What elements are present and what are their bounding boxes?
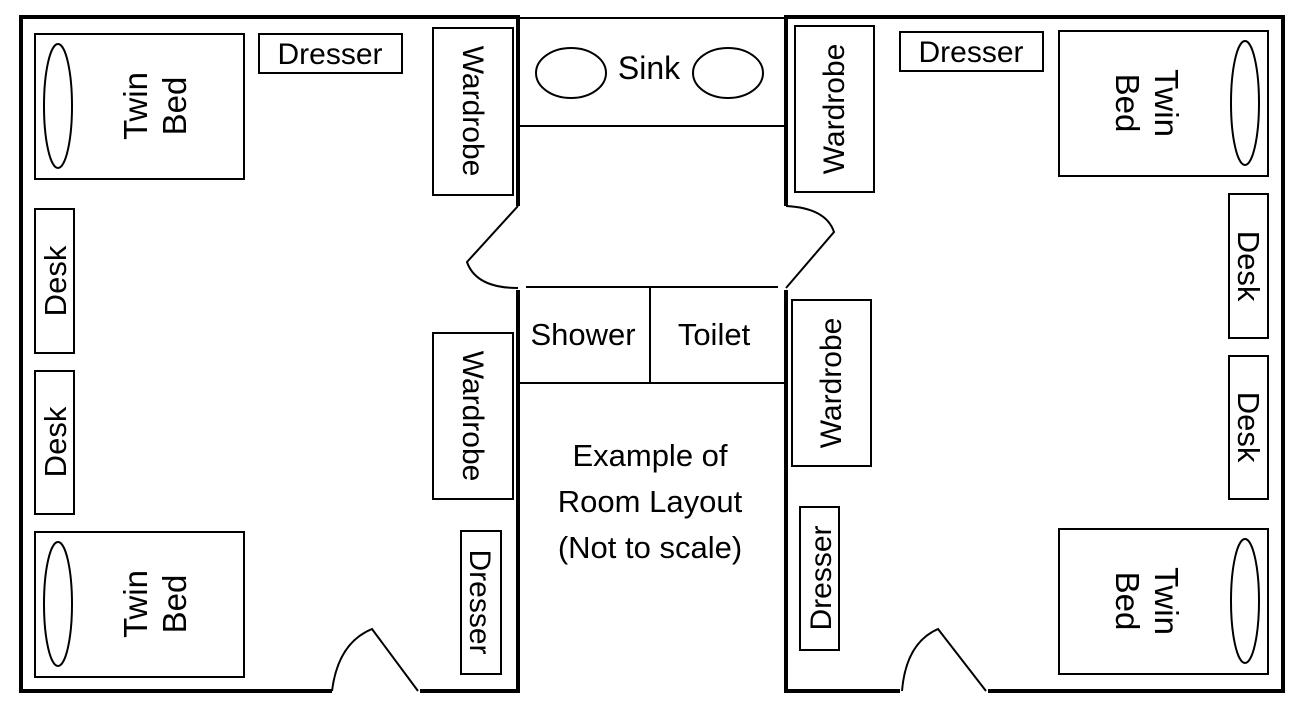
shower-label: Shower [530, 317, 635, 352]
wardrobe-left-bottom: Wardrobe [432, 332, 514, 500]
dresser-label: Dresser [918, 36, 1023, 69]
desk-right-lower: Desk [1228, 355, 1269, 500]
wardrobe-right-top: Wardrobe [794, 25, 875, 193]
wardrobe-left-top: Wardrobe [432, 27, 514, 196]
twin-bed-label: Twin [1148, 567, 1185, 635]
desk-left-lower: Desk [34, 370, 75, 515]
left-bathroom-door [465, 205, 526, 290]
dresser-label: Dresser [463, 549, 496, 654]
pillow-icon [1230, 40, 1260, 166]
wardrobe-label: Wardrobe [815, 318, 848, 449]
dresser-right-bottom: Dresser [799, 506, 840, 651]
sink-label: Sink [618, 50, 681, 86]
caption-line: (Not to scale) [558, 530, 742, 565]
desk-left-upper: Desk [34, 208, 75, 354]
twin-bed-label: Bed [1109, 572, 1146, 631]
twin-bed-label: Twin [117, 570, 154, 638]
right-bathroom-door [778, 205, 836, 290]
caption-line: Example of [572, 438, 727, 473]
twin-bed-label: Twin [117, 72, 154, 140]
pillow-icon [1230, 538, 1260, 664]
sink-basin-icon [692, 47, 764, 99]
caption-line: Room Layout [558, 484, 743, 519]
wardrobe-right-bottom: Wardrobe [791, 299, 872, 467]
left-room-entry-door [331, 627, 420, 697]
dresser-right-top: Dresser [899, 31, 1044, 72]
desk-right-upper: Desk [1228, 193, 1269, 339]
desk-label: Desk [38, 406, 73, 477]
sink-basin-icon [535, 47, 607, 99]
dresser-label: Dresser [277, 38, 382, 71]
toilet-label: Toilet [678, 317, 751, 352]
pillow-icon [43, 43, 73, 169]
dresser-left-bottom: Dresser [460, 530, 502, 675]
twin-bed-left-bottom: Twin Bed [34, 531, 245, 678]
twin-bed-right-top: Twin Bed [1058, 30, 1269, 177]
twin-bed-left-top: Twin Bed [34, 33, 245, 180]
twin-bed-label: Bed [1109, 74, 1146, 133]
wardrobe-label: Wardrobe [456, 46, 489, 177]
dresser-label: Dresser [805, 525, 838, 630]
right-room-wall [784, 15, 1285, 693]
wardrobe-label: Wardrobe [818, 44, 851, 175]
left-room-wall [19, 15, 520, 693]
desk-label: Desk [1231, 392, 1266, 463]
dresser-left-top: Dresser [258, 33, 403, 74]
twin-bed-right-bottom: Twin Bed [1058, 528, 1269, 675]
twin-bed-label: Twin [1148, 69, 1185, 137]
sink-area: Sink [535, 47, 764, 99]
diagram-caption: Example of Room Layout (Not to scale) [558, 438, 743, 565]
desk-label: Desk [38, 245, 73, 316]
wardrobe-label: Wardrobe [456, 351, 489, 482]
right-room-entry-door [900, 627, 988, 697]
pillow-icon [43, 541, 73, 667]
twin-bed-label: Bed [156, 575, 193, 634]
desk-label: Desk [1231, 231, 1266, 302]
twin-bed-label: Bed [156, 77, 193, 136]
